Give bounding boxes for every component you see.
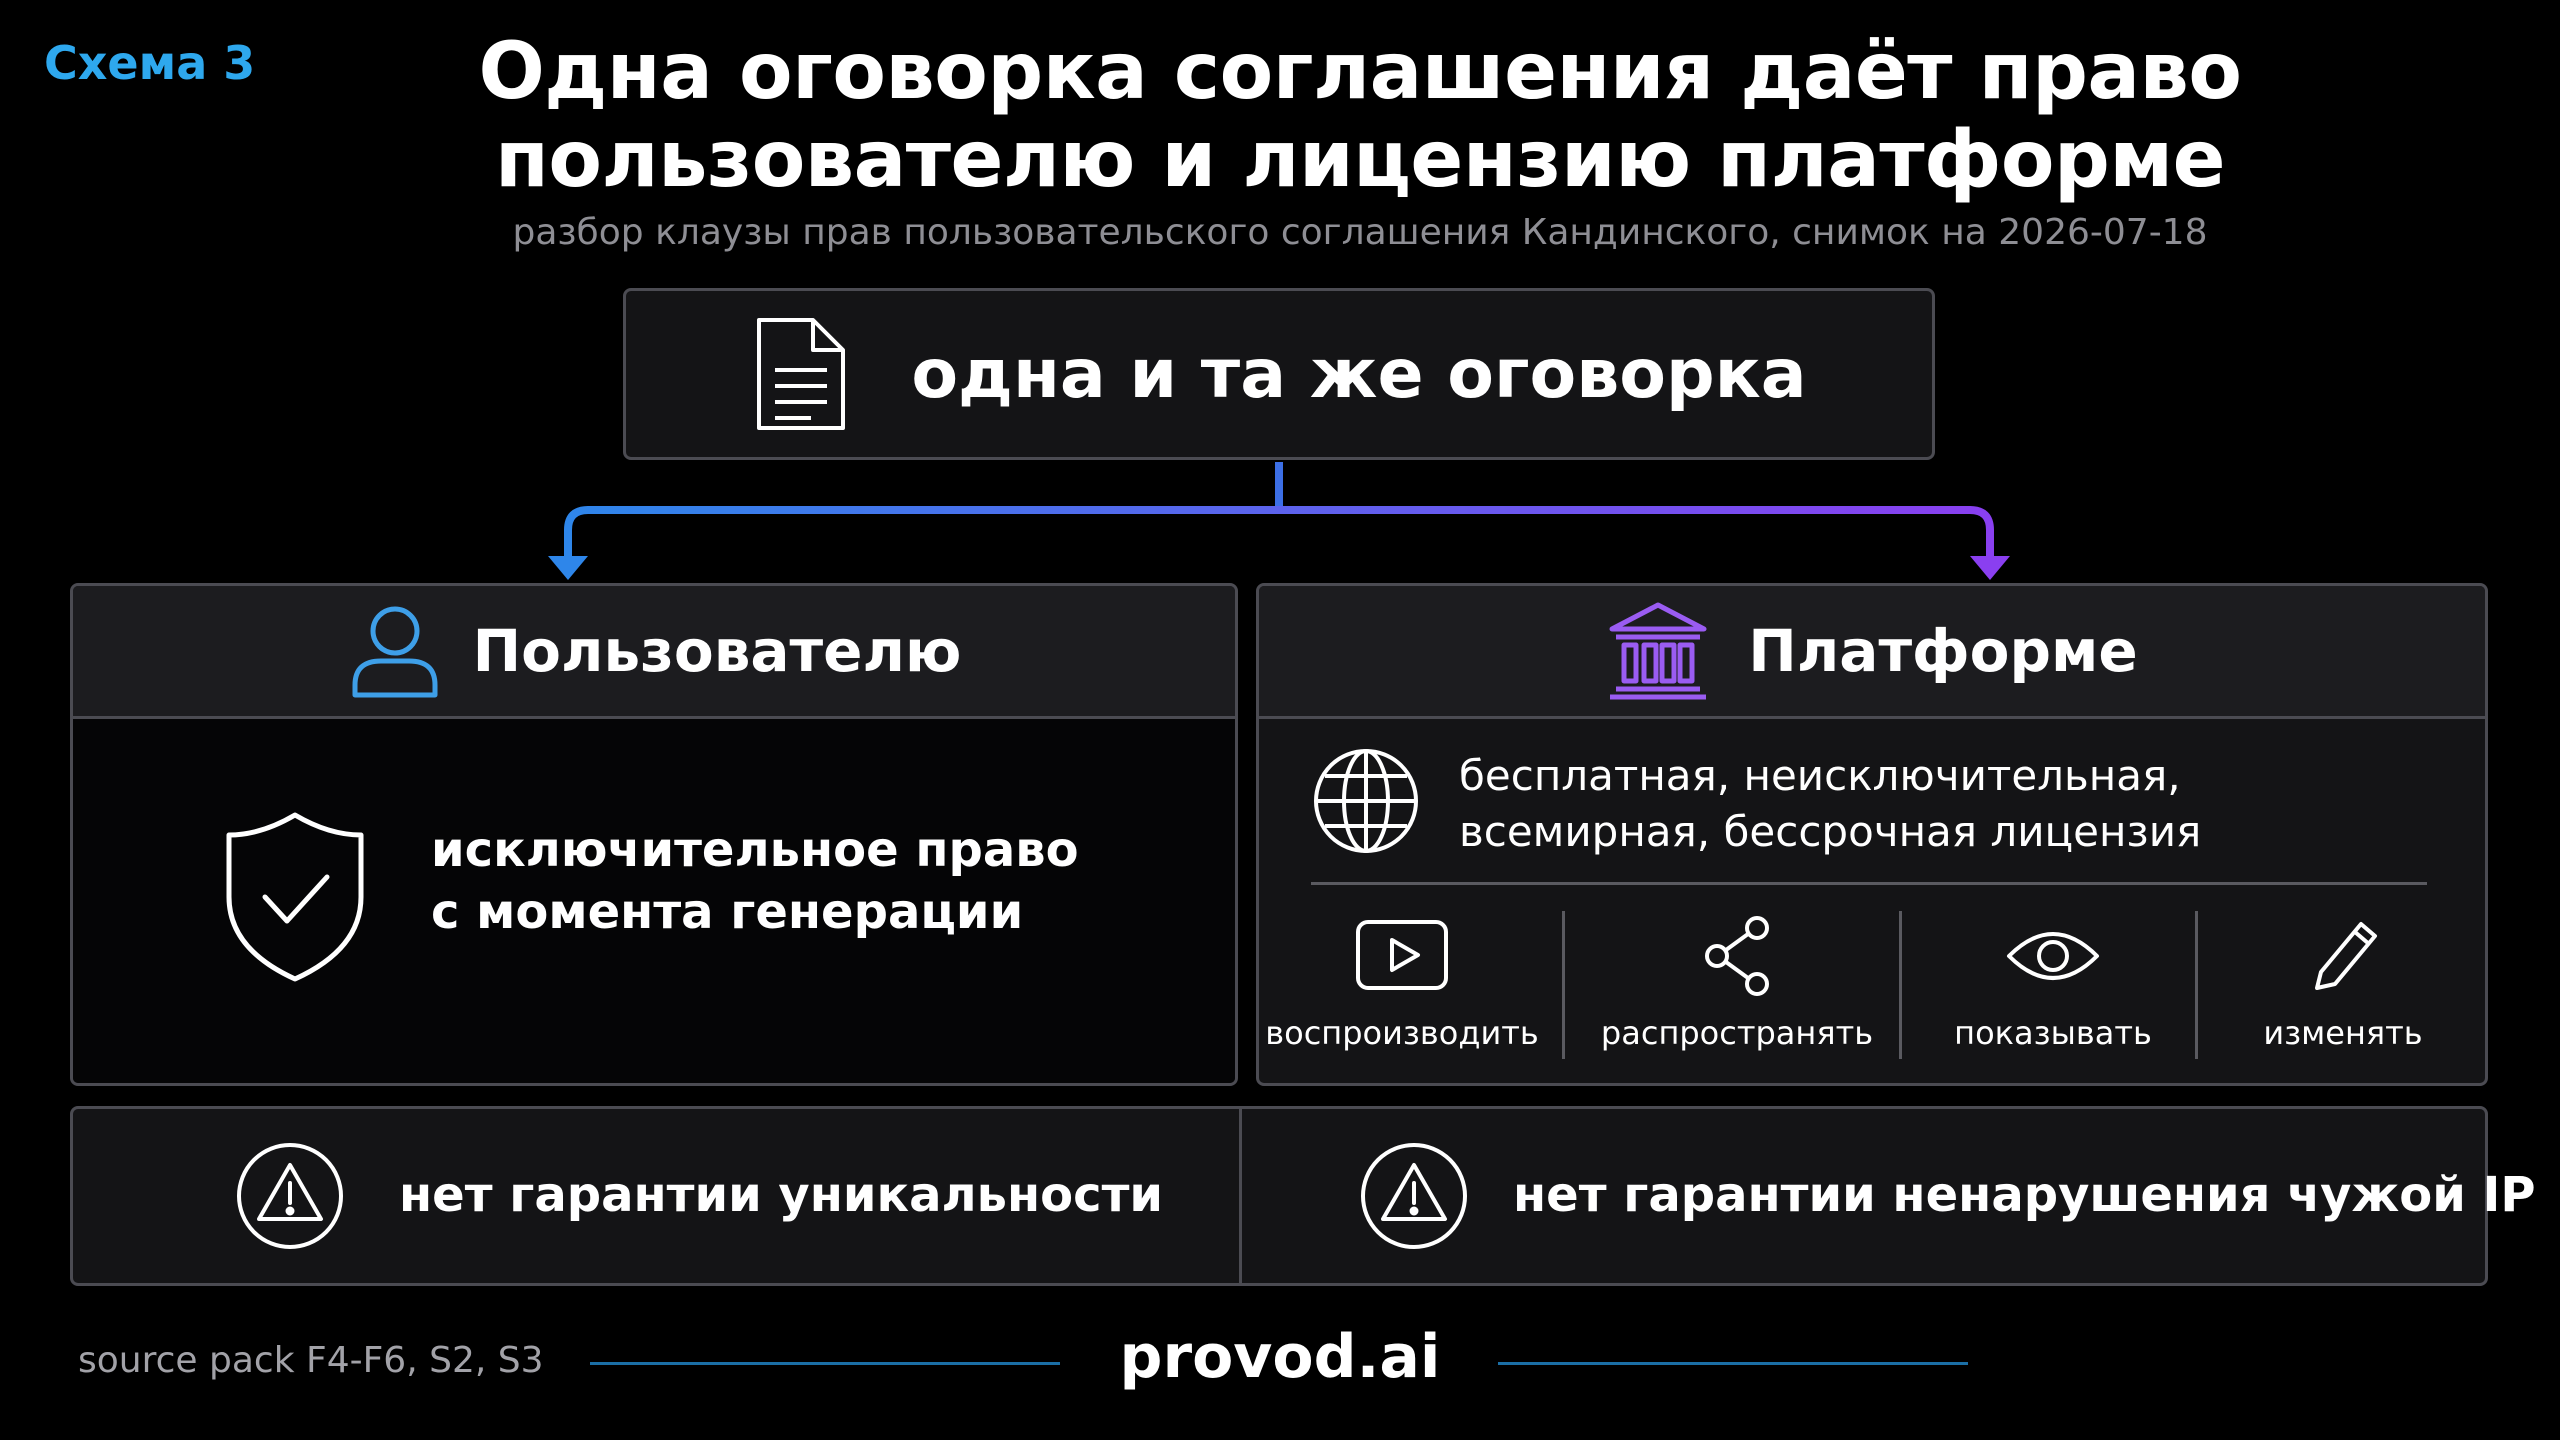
action-reproduce: воспроизводить (1265, 916, 1539, 1052)
user-panel: Пользователю исключительное право с моме… (70, 583, 1238, 1086)
title-line-2: пользователю и лицензию платформе (494, 115, 2226, 205)
clause-box: одна и та же оговорка (623, 288, 1935, 460)
footer-brand: provod.ai (1119, 1322, 1441, 1392)
action-label: распространять (1600, 1014, 1874, 1052)
clause-text: одна и та же оговорка (911, 334, 1807, 414)
action-modify: изменять (2201, 916, 2485, 1052)
share-icon (1705, 916, 1769, 996)
user-panel-heading: Пользователю (472, 617, 962, 685)
platform-panel-heading: Платформе (1748, 617, 2138, 685)
page-subtitle: разбор клаузы прав пользовательского сог… (512, 212, 2208, 253)
user-panel-body: исключительное право с момента генерации (73, 719, 1235, 1083)
branch-connector (548, 462, 2010, 580)
license-text: бесплатная, неисключительная, всемирная,… (1459, 748, 2201, 860)
footer-line-right (1498, 1362, 1968, 1365)
footer-line-left (590, 1362, 1060, 1365)
footer-source: source pack F4-F6, S2, S3 (78, 1340, 544, 1381)
arrowhead-left (548, 556, 588, 580)
action-separator (2195, 911, 2198, 1059)
play-icon (1356, 920, 1448, 990)
action-label: показывать (1954, 1014, 2152, 1052)
institution-icon (1609, 602, 1707, 700)
action-label: воспроизводить (1265, 1014, 1539, 1052)
action-display: показывать (1905, 916, 2201, 1052)
pencil-icon (2315, 922, 2377, 990)
globe-icon (1314, 749, 1418, 853)
document-icon (757, 318, 846, 430)
action-distribute: распространять (1569, 916, 1905, 1052)
action-label: изменять (2263, 1014, 2423, 1052)
shield-check-icon (226, 812, 364, 982)
warning-icon (1361, 1143, 1467, 1249)
warning-text-uniqueness: нет гарантии уникальности (399, 1167, 1164, 1223)
user-right-line-2: с момента генерации (431, 884, 1024, 940)
warning-icon (237, 1143, 343, 1249)
platform-panel-header: Платформе (1259, 586, 2485, 719)
person-icon (352, 606, 438, 698)
user-right-line-1: исключительное право (431, 822, 1079, 878)
license-line-1: бесплатная, неисключительная, (1459, 751, 2181, 800)
title-line-1: Одна оговорка соглашения даёт право (478, 27, 2242, 117)
action-separator (1562, 911, 1565, 1059)
license-line-2: всемирная, бессрочная лицензия (1459, 807, 2202, 856)
warnings-box: нет гарантии уникальности нет гарантии н… (70, 1106, 2536, 1286)
warning-text-ip: нет гарантии ненарушения чужой IP (1513, 1167, 2536, 1223)
license-divider (1311, 882, 2427, 885)
eye-icon (2007, 932, 2099, 980)
warnings-divider (1239, 1109, 1242, 1283)
user-right-text: исключительное право с момента генерации (431, 819, 1079, 943)
action-separator (1899, 911, 1902, 1059)
arrowhead-right (1970, 556, 2010, 580)
page-title: Одна оговорка соглашения даёт право поль… (380, 28, 2340, 204)
scheme-label: Схема 3 (44, 36, 256, 90)
user-panel-header: Пользователю (73, 586, 1235, 719)
platform-panel: Платформе бесплатная, неисключительная, … (1256, 583, 2488, 1086)
